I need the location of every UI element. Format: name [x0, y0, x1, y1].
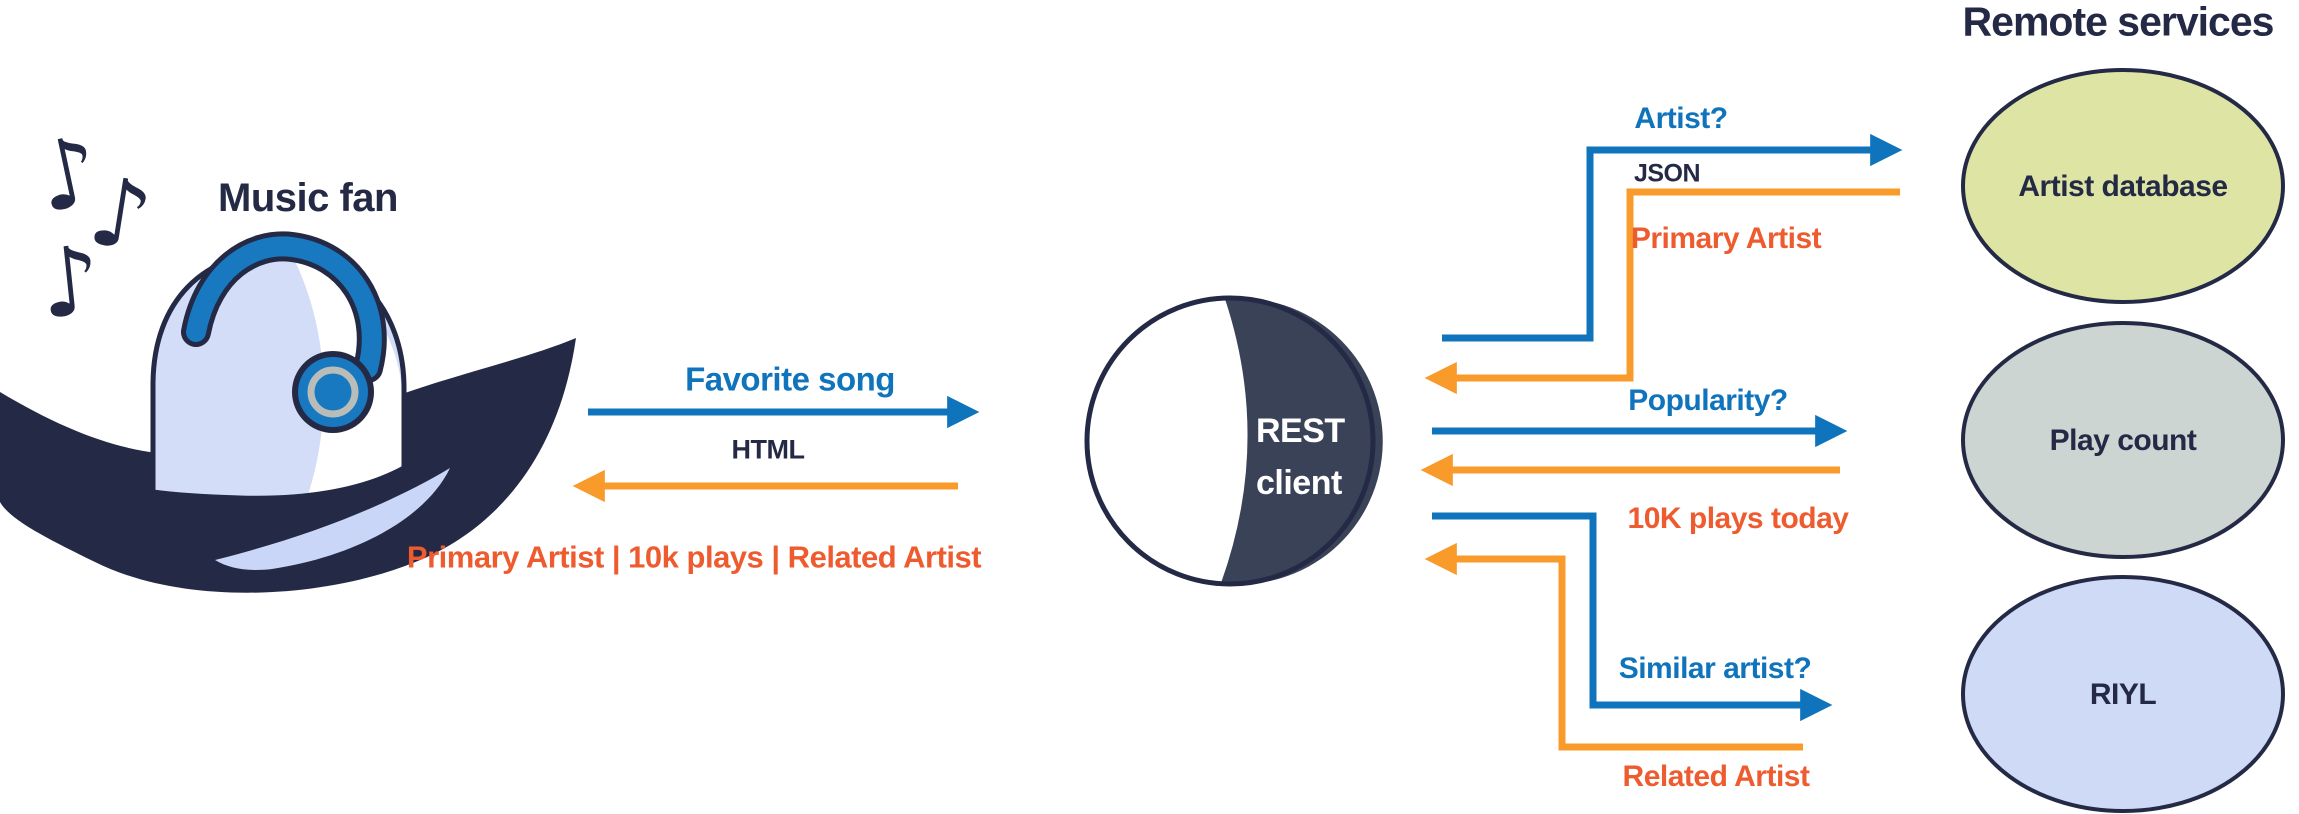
rest-client-outline	[1084, 295, 1376, 587]
rest-client-dark-half	[1221, 298, 1383, 585]
favorite-song-request-label: Favorite song	[685, 360, 895, 398]
artist-response-label: Primary Artist	[1630, 222, 1822, 255]
rest-client-label: REST client	[1256, 405, 1345, 509]
play-count-ellipse	[1961, 321, 2285, 559]
rest-client-label-line1: REST	[1256, 412, 1345, 450]
service-label-play-count: Play count	[2049, 424, 2197, 457]
json-format-label: JSON	[1633, 159, 1701, 188]
popularity-response-label: 10K plays today	[1627, 502, 1849, 535]
headphones-band-fill	[186, 236, 382, 378]
rest-client-label-line2: client	[1256, 464, 1342, 502]
music-note-icon: ♪	[34, 225, 107, 341]
remote-services-title: Remote services	[1962, 0, 2275, 45]
similar-request-label: Similar artist?	[1618, 652, 1812, 685]
artist-database-ellipse	[1961, 68, 2285, 304]
fan-head-outline	[150, 249, 407, 501]
music-fan-title: Music fan	[218, 176, 398, 220]
service-label-artist-database: Artist database	[2018, 170, 2228, 203]
html-format-label: HTML	[731, 434, 805, 465]
fan-smile-shape	[215, 468, 450, 570]
service-label-riyl: RIYL	[2089, 678, 2157, 711]
music-fan-illustration	[0, 231, 576, 593]
similar-response-label: Related Artist	[1622, 760, 1810, 793]
similar-request-arrow	[1432, 512, 1833, 722]
artist-request-label: Artist?	[1634, 102, 1728, 135]
headphones-earcup-ring	[307, 366, 359, 418]
artist-response-arrow	[1424, 188, 1900, 395]
artist-request-arrow	[1442, 133, 1903, 342]
fan-response-label: Primary Artist | 10k plays | Related Art…	[406, 539, 982, 575]
similar-response-arrow	[1424, 542, 1803, 751]
popularity-request-label: Popularity?	[1628, 384, 1788, 417]
riyl-ellipse	[1961, 575, 2285, 813]
rest-client-node	[1084, 295, 1383, 587]
